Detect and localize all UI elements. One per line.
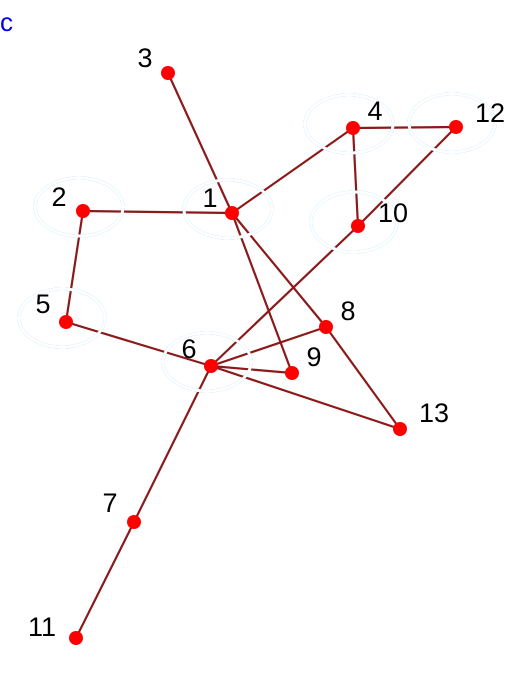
node-label-13: 13 bbox=[419, 398, 449, 428]
highlight-ring-inner-1 bbox=[182, 178, 274, 240]
node-8 bbox=[319, 320, 333, 334]
edge-6-13 bbox=[209, 364, 402, 431]
node-13 bbox=[393, 422, 407, 436]
highlight-rings-layer bbox=[17, 92, 497, 393]
node-4 bbox=[346, 121, 360, 135]
node-2 bbox=[76, 204, 90, 218]
edge-6-8 bbox=[209, 325, 328, 368]
highlight-ring-inner-4 bbox=[303, 93, 395, 155]
edge-4-12 bbox=[351, 125, 458, 130]
node-3 bbox=[161, 66, 175, 80]
node-label-12: 12 bbox=[475, 98, 505, 128]
node-label-10: 10 bbox=[378, 198, 408, 228]
edge-5-6 bbox=[64, 320, 213, 368]
corner-label: c bbox=[0, 7, 13, 37]
node-label-4: 4 bbox=[367, 96, 382, 126]
node-5 bbox=[59, 315, 73, 329]
node-label-2: 2 bbox=[51, 182, 66, 212]
node-12 bbox=[449, 120, 463, 134]
node-label-1: 1 bbox=[202, 183, 217, 213]
nodes-layer bbox=[59, 66, 463, 645]
node-6 bbox=[204, 359, 218, 373]
highlight-ring-inner-6 bbox=[161, 331, 253, 393]
highlight-ring-inner-2 bbox=[33, 176, 125, 238]
edge-1-9 bbox=[230, 211, 294, 375]
highlight-ring-inner-10 bbox=[309, 190, 399, 254]
edge-6-7 bbox=[132, 364, 213, 524]
node-label-6: 6 bbox=[181, 334, 196, 364]
edges-layer bbox=[64, 71, 458, 640]
edge-1-2 bbox=[81, 209, 234, 215]
node-label-11: 11 bbox=[28, 612, 56, 642]
edge-1-4 bbox=[230, 126, 355, 215]
node-9 bbox=[285, 366, 299, 380]
edge-12-10 bbox=[356, 125, 458, 228]
node-7 bbox=[127, 515, 141, 529]
node-label-7: 7 bbox=[102, 488, 117, 518]
node-label-3: 3 bbox=[137, 43, 152, 73]
edge-1-8 bbox=[230, 211, 328, 329]
highlight-ring-inner-5 bbox=[17, 287, 107, 349]
node-label-8: 8 bbox=[340, 296, 355, 326]
highlight-ring-inner-12 bbox=[407, 92, 497, 154]
node-10 bbox=[351, 219, 365, 233]
node-label-5: 5 bbox=[35, 289, 50, 319]
node-1 bbox=[225, 206, 239, 220]
edge-6-9 bbox=[209, 364, 294, 375]
edge-7-11 bbox=[74, 520, 136, 640]
node-11 bbox=[69, 631, 83, 645]
edge-10-6 bbox=[209, 224, 360, 368]
node-label-9: 9 bbox=[306, 342, 321, 372]
edge-4-10 bbox=[351, 126, 360, 228]
edge-2-5 bbox=[64, 209, 85, 324]
edge-8-13 bbox=[324, 325, 402, 431]
edge-1-3 bbox=[166, 71, 234, 215]
